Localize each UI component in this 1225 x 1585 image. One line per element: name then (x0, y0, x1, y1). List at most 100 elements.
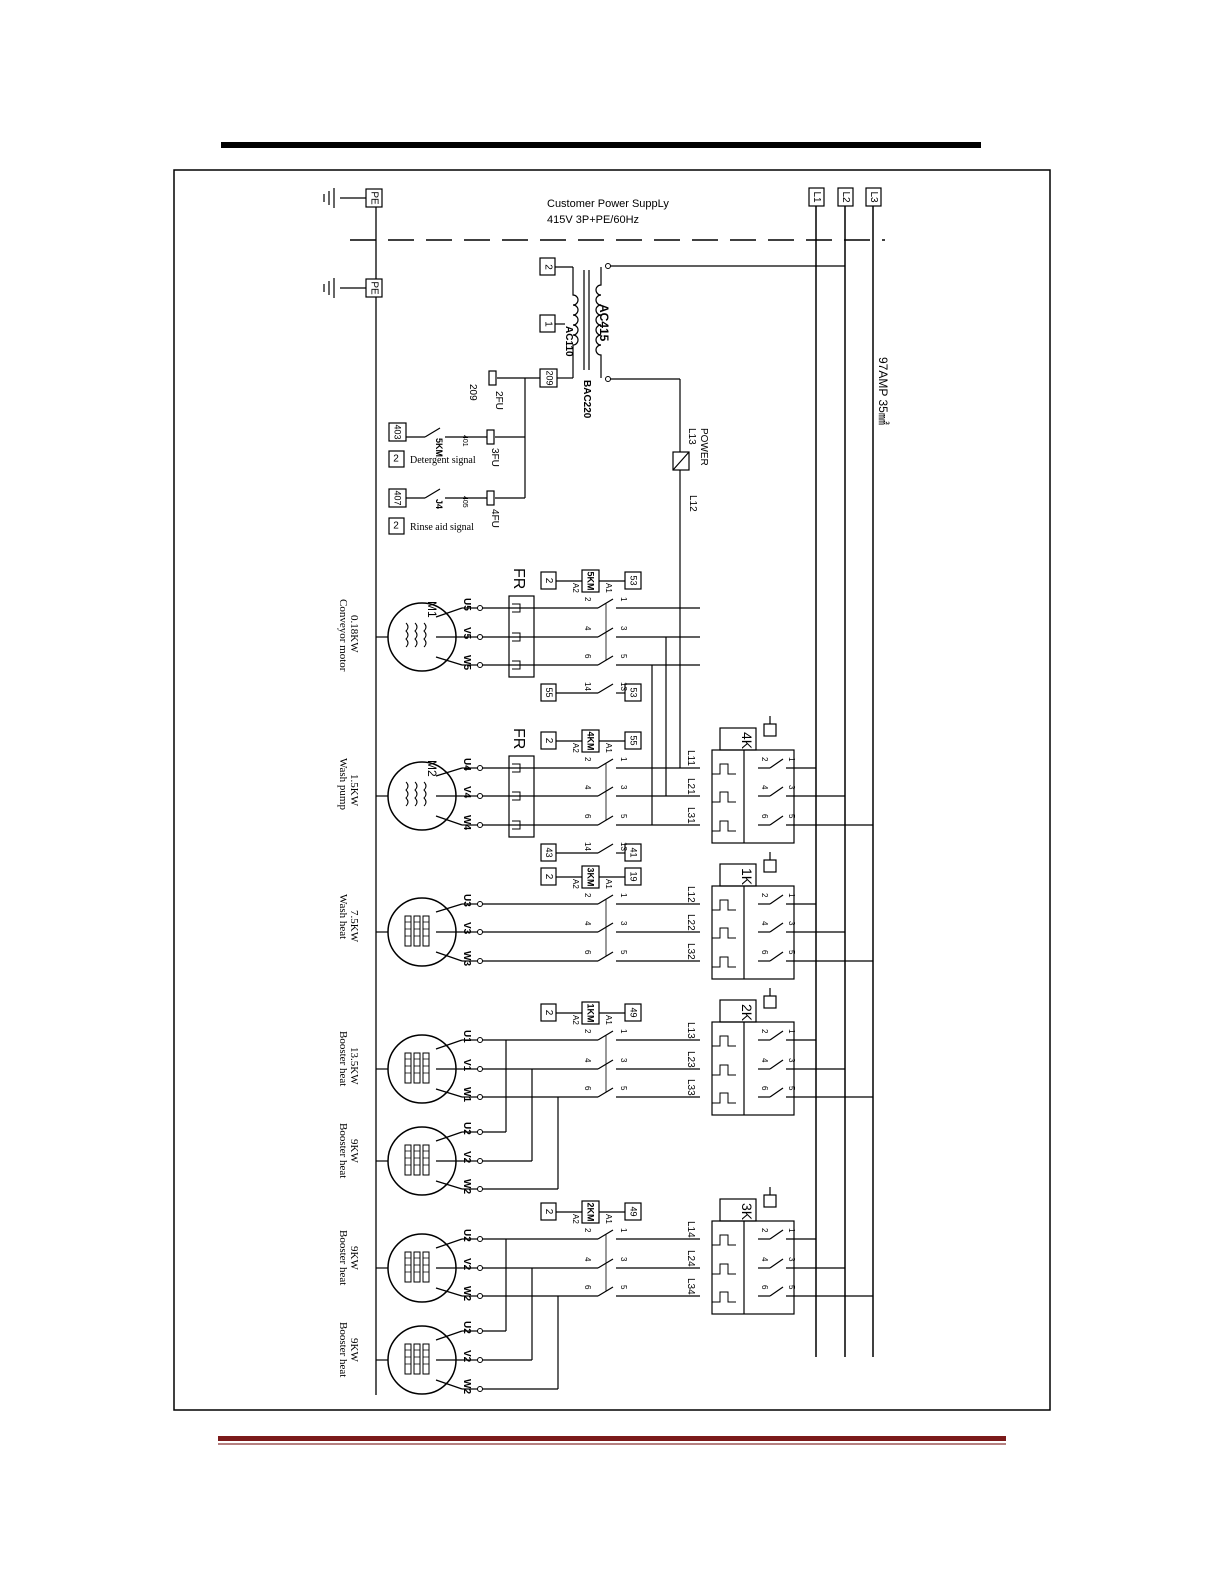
heater-coil (414, 1349, 420, 1365)
breaker-num: 3 (787, 921, 796, 926)
load-rating: 9KW (348, 1338, 360, 1362)
load-terminal-label: W2 (461, 1286, 472, 1301)
breaker-line-label: L14 (685, 1221, 696, 1238)
motor-id: M1 (425, 601, 439, 618)
load-terminal-label: U2 (461, 1122, 472, 1135)
contact-num-bottom: 2 (583, 1228, 592, 1233)
breaker-line-label: L33 (685, 1079, 696, 1096)
contact-num-bottom: 6 (583, 814, 592, 819)
load-terminal-label: W3 (461, 951, 472, 966)
breaker-name: 3K (739, 1203, 755, 1221)
phase-terminal-l2-label: L2 (840, 191, 851, 203)
contact-num-top: 3 (619, 1257, 628, 1262)
transformer-terminal-1-label: 1 (542, 321, 553, 327)
heater-coil (405, 921, 411, 937)
overload-relay (508, 755, 535, 838)
coil-5km-a2-label: 2 (543, 578, 554, 584)
contact-num-top: 3 (619, 921, 628, 926)
detergent-signal-label: Detergent signal (410, 455, 476, 466)
breaker-line-label: L11 (685, 750, 696, 766)
heater-element (422, 1052, 430, 1084)
breaker-head (719, 999, 757, 1023)
breaker-thermal (712, 1092, 736, 1104)
contactor-name-1km: 1KM (586, 1003, 596, 1022)
heater-coil (414, 921, 420, 937)
coil-5km-a1-label: 53 (629, 575, 639, 585)
contact-num-bottom: 4 (583, 1257, 592, 1262)
heater-element (413, 1052, 421, 1084)
breaker-head (719, 863, 757, 887)
heater-coil (405, 1257, 411, 1273)
load-terminal (477, 1265, 483, 1271)
coil-3km-a2-label: 2 (543, 874, 554, 880)
breaker-line-label: L12 (685, 886, 696, 903)
phase-terminal-l3 (865, 187, 882, 207)
coil-5km-a1 (624, 571, 642, 590)
breaker-num: 6 (760, 1285, 769, 1290)
heater-coil (414, 1058, 420, 1074)
overload-label: FR (510, 728, 527, 749)
breaker-num: 3 (787, 785, 796, 790)
contactor-name-4km: 4KM (586, 731, 596, 750)
breaker-name: 4K (739, 732, 755, 750)
breaker-thermal (712, 899, 736, 911)
load-terminal (477, 605, 483, 611)
coil-3km-a1-label: 19 (629, 871, 639, 881)
contact-num-top: 5 (619, 814, 628, 819)
heater-element (404, 1251, 412, 1283)
load-rating: 0.18KW (348, 615, 360, 653)
load-rating: 9KW (348, 1139, 360, 1163)
coil-a1-tag: A1 (604, 879, 613, 889)
detergent-ref: 2 (393, 454, 399, 465)
breaker-head (719, 1198, 757, 1222)
phase-terminal-l2 (837, 187, 854, 207)
phase-terminal-l1 (808, 187, 825, 207)
breaker-num: 5 (787, 1285, 796, 1290)
heater-element (413, 1144, 421, 1176)
breaker-num: 3 (787, 1058, 796, 1063)
fuse-4fu-label: 4FU (489, 509, 500, 528)
heater-element (413, 1251, 421, 1283)
load-terminal-label: W4 (461, 815, 472, 830)
breaker-num: 1 (787, 757, 796, 762)
load-rating: 9KW (348, 1246, 360, 1270)
overload-label: FR (510, 568, 527, 589)
supply-spec: 415V 3P+PE/60Hz (547, 214, 639, 226)
contact-num-bottom: 6 (583, 654, 592, 659)
contact-num-bottom: 4 (583, 626, 592, 631)
contact-num-top: 3 (619, 1058, 628, 1063)
detergent-contact: 5KM (434, 438, 444, 457)
breaker-num: 3 (787, 1257, 796, 1262)
coil-a2-tag: A2 (571, 879, 580, 889)
heater-element (422, 1251, 430, 1283)
overload-element (512, 660, 521, 670)
breaker-head (719, 727, 757, 751)
rinse-terminal: 407 (393, 490, 403, 505)
load-terminal (477, 822, 483, 828)
footer-rule-thin (218, 1443, 1006, 1445)
load-terminal-label: U5 (461, 598, 472, 611)
diagram-border (173, 169, 1051, 1411)
contact-num-bottom: 2 (583, 757, 592, 762)
overload-relay (508, 595, 535, 678)
breaker-line-label: L23 (685, 1051, 696, 1068)
contact-num-top: 1 (619, 893, 628, 898)
contact-num-bottom: 4 (583, 921, 592, 926)
coil-4km-a1-label: 55 (629, 735, 639, 745)
breaker-handle (763, 995, 777, 1009)
load-terminal (477, 1186, 483, 1192)
breaker-line-label: L22 (685, 914, 696, 931)
coil-a2-tag: A2 (571, 1214, 580, 1224)
breaker-thermal (712, 820, 736, 832)
breaker-num: 1 (787, 893, 796, 898)
heater-element (404, 1052, 412, 1084)
motor-winding (423, 622, 427, 648)
breaker-num: 5 (787, 1086, 796, 1091)
coil-2km-a1-label: 49 (629, 1206, 639, 1216)
load-terminal (477, 1129, 483, 1135)
